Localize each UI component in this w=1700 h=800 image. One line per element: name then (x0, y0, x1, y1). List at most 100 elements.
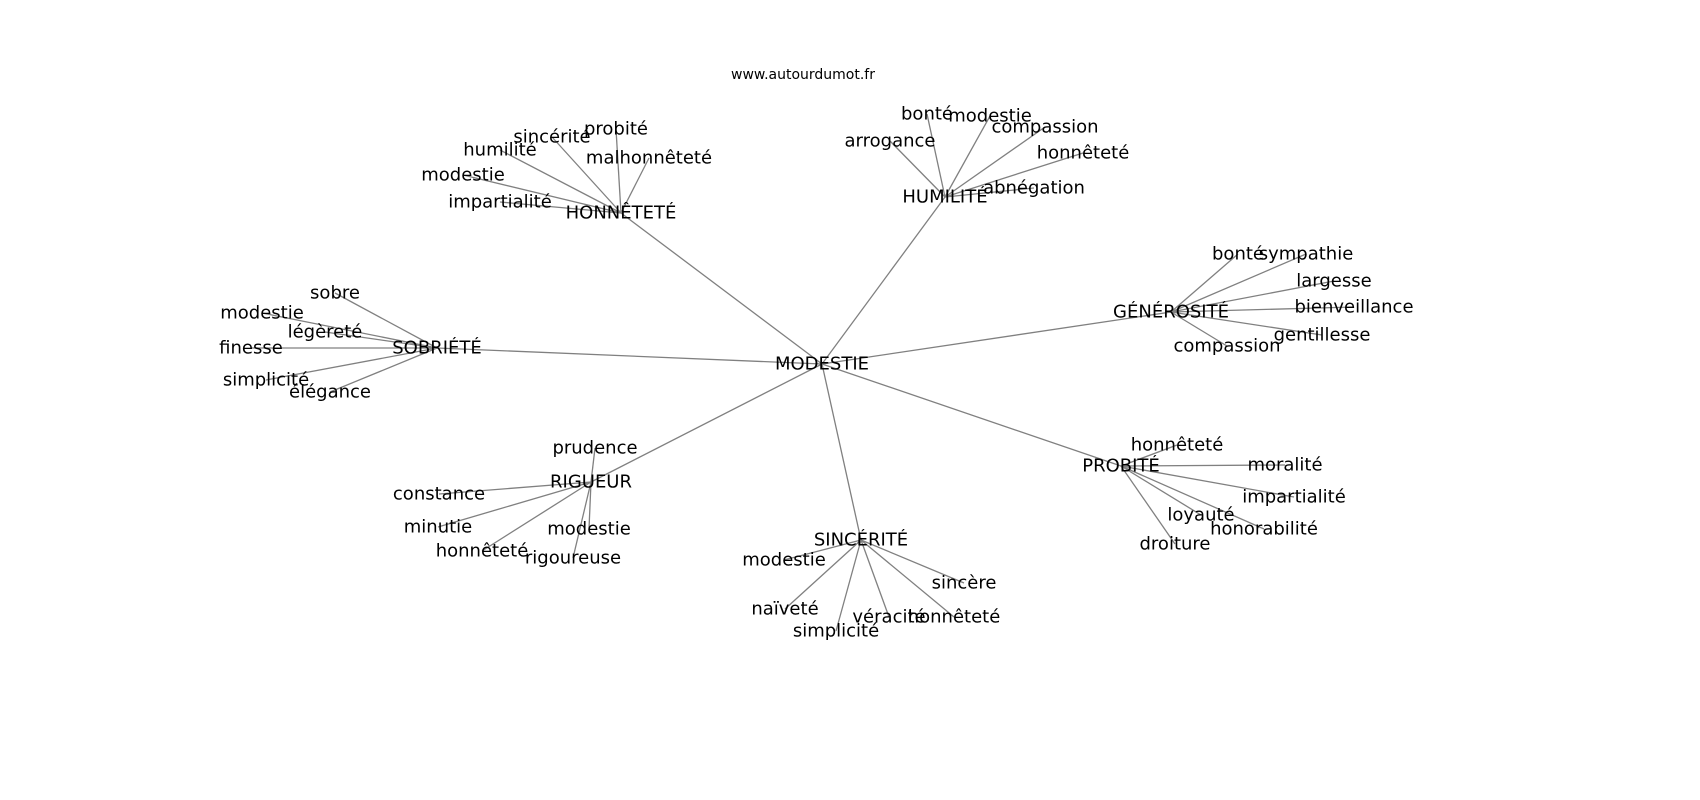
leaf-node-label: probité (584, 119, 648, 140)
leaf-node-label: largesse (1296, 271, 1371, 292)
leaf-node-label: élégance (289, 382, 371, 403)
edge-generosite-child (1170, 253, 1307, 313)
edge-rigueur-child (437, 481, 592, 528)
leaf-node-label: impartialité (1242, 487, 1346, 508)
edge-sobriete-child (329, 347, 438, 393)
center-node-label: MODESTIE (775, 354, 869, 375)
leaf-node-label: sobre (310, 283, 360, 304)
edge-center-probite (821, 363, 1122, 467)
edge-probite-child (1120, 464, 1286, 467)
leaf-node-label: rigoureuse (525, 548, 621, 569)
hub-node-probite: PROBITÉ (1082, 455, 1160, 477)
leaf-node-label: droiture (1140, 534, 1211, 555)
leaf-node-label: gentillesse (1274, 325, 1371, 346)
edge-generosite-child (1170, 280, 1335, 313)
leaf-node-label: simplicité (223, 370, 309, 391)
edge-rigueur-child (590, 447, 596, 483)
leaf-node-label: loyauté (1167, 505, 1234, 526)
edge-honnetete-child (499, 149, 622, 214)
edge-sobriete-child (261, 312, 438, 349)
leaf-node-label: impartialité (448, 192, 552, 213)
leaf-node-label: abnégation (983, 178, 1085, 199)
leaf-node-label: simplicité (793, 621, 879, 642)
leaf-node-label: naïveté (751, 599, 818, 620)
edge-probite-child (1120, 444, 1178, 467)
leaf-node-label: minutie (404, 517, 472, 538)
hub-node-sobriete: SOBRIÉTÉ (392, 337, 482, 359)
edge-center-sincerite (821, 363, 862, 541)
leaf-node-label: arrogance (845, 131, 936, 152)
edge-generosite-child (1170, 311, 1228, 347)
edges (251, 113, 1355, 632)
leaf-node-label: constance (393, 484, 485, 505)
hub-node-sincerite: SINCÉRITÉ (814, 529, 908, 551)
leaf-node-label: modestie (421, 165, 505, 186)
leaf-node-label: sympathie (1259, 244, 1354, 265)
edge-generosite-child (1170, 306, 1355, 313)
edge-rigueur-child (572, 481, 592, 559)
edge-humilite-child (944, 126, 1046, 198)
leaf-node-label: malhonnêteté (586, 148, 712, 169)
leaf-node-label: compassion (991, 117, 1098, 138)
edge-honnetete-child (551, 136, 622, 214)
edge-generosite-child (1170, 253, 1239, 313)
edge-probite-child (1120, 465, 1176, 545)
edge-humilite-child (926, 113, 946, 198)
edge-center-sobriete (436, 347, 823, 365)
hub-node-generosite: GÉNÉROSITÉ (1113, 301, 1229, 323)
leaf-node-label: légèreté (288, 322, 363, 343)
edge-sincerite-child (860, 539, 890, 618)
leaf-node-label: honnêteté (908, 607, 1001, 628)
edge-sincerite-child (860, 539, 955, 618)
leaf-node-label: sincère (932, 573, 997, 594)
edge-rigueur-child (588, 481, 592, 530)
edge-sincerite-child (784, 539, 862, 610)
edge-sincerite-child (783, 539, 862, 561)
edge-center-humilite (821, 196, 946, 365)
leaf-node-label: honnêteté (436, 541, 529, 562)
edge-center-generosite (821, 311, 1172, 365)
leaf-node-label: honorabilité (1210, 519, 1318, 540)
leaf-node-label: prudence (552, 438, 637, 459)
site-watermark: www.autourdumot.fr (731, 67, 875, 83)
leaf-node-label: modestie (948, 106, 1032, 127)
edge-generosite-child (1170, 311, 1323, 336)
edge-center-honnetete (620, 212, 823, 365)
edge-probite-child (1120, 465, 1265, 530)
edge-sincerite-child (835, 539, 862, 632)
edge-probite-child (1120, 465, 1202, 516)
edge-sobriete-child (265, 347, 438, 381)
hub-node-humilite: HUMILITÉ (902, 186, 987, 208)
edge-probite-child (1120, 465, 1295, 498)
edge-humilite-child (944, 152, 1084, 198)
leaf-node-label: modestie (742, 550, 826, 571)
edge-sincerite-child (860, 539, 965, 584)
edge-sobriete-child (334, 292, 438, 349)
leaf-node-label: véracité (852, 607, 925, 628)
leaf-node-label: honnêteté (1131, 435, 1224, 456)
leaf-node-label: sincérité (513, 127, 590, 148)
edge-humilite-child (944, 115, 991, 198)
leaf-node-label: moralité (1247, 455, 1322, 476)
edge-center-rigueur (590, 363, 823, 483)
leaf-node-label: modestie (220, 303, 304, 324)
node-labels: MODESTIEHONNÊTETÉsincéritéprobitéhumilit… (219, 104, 1413, 642)
leaf-node-label: bienveillance (1294, 297, 1413, 318)
leaf-node-label: bonté (901, 104, 953, 125)
leaf-node-label: bonté (1212, 244, 1264, 265)
edge-honnetete-child (620, 157, 650, 214)
leaf-node-label: humilité (463, 140, 537, 161)
edge-honnetete-child (615, 128, 622, 214)
leaf-node-label: honnêteté (1037, 143, 1130, 164)
edge-honnetete-child (462, 174, 622, 214)
leaf-node-label: finesse (219, 338, 283, 359)
edge-humilite-child (944, 187, 1035, 198)
edge-sobriete-child (324, 331, 438, 349)
hub-node-rigueur: RIGUEUR (550, 472, 632, 493)
edge-humilite-child (889, 140, 946, 198)
leaf-node-label: modestie (547, 519, 631, 540)
edge-honnetete-child (499, 201, 622, 214)
edge-rigueur-child (438, 481, 592, 495)
leaf-node-label: compassion (1173, 336, 1280, 357)
